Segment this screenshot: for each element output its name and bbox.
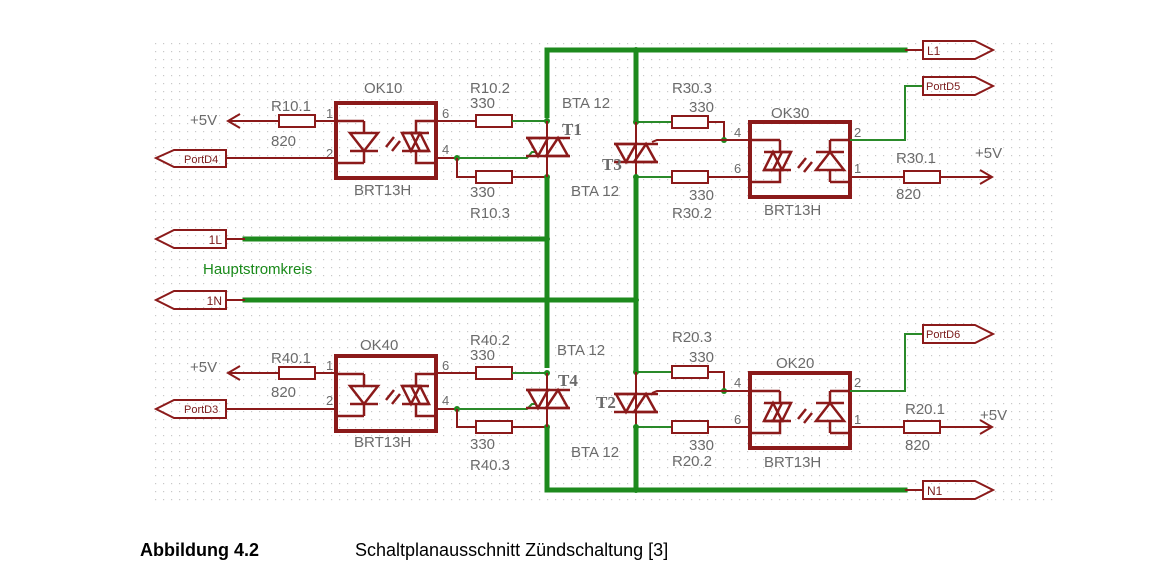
- svg-text:4: 4: [442, 142, 449, 157]
- triac-t2-id: T2: [596, 393, 616, 412]
- svg-text:OK20: OK20: [776, 355, 814, 372]
- gate-network-t3: R30.3 330 330 R30.2 T3 BTA 12: [571, 80, 750, 222]
- svg-text:330: 330: [470, 436, 495, 453]
- triac-t2-type: BTA 12: [571, 444, 619, 461]
- triac-t1-type: BTA 12: [562, 95, 610, 112]
- svg-text:R40.2: R40.2: [470, 332, 510, 349]
- svg-text:1: 1: [326, 358, 333, 373]
- svg-text:330: 330: [470, 184, 495, 201]
- gate-network-t1: R10.2 330 330 R10.3 T1 BTA 12: [436, 80, 610, 222]
- supply-5v-ok30: R30.1 820 +5V: [850, 145, 1002, 203]
- svg-text:4: 4: [442, 393, 449, 408]
- gate-network-t4: R40.2 330 330 R40.3 T4 BTA 12: [436, 332, 605, 474]
- svg-text:BRT13H: BRT13H: [764, 454, 821, 471]
- svg-text:PortD4: PortD4: [184, 154, 218, 166]
- svg-text:820: 820: [905, 437, 930, 454]
- svg-text:4: 4: [734, 125, 741, 140]
- svg-text:6: 6: [734, 412, 741, 427]
- figure-number: Abbildung 4.2: [140, 540, 259, 560]
- svg-text:OK40: OK40: [360, 337, 398, 354]
- triac-t4-id: T4: [558, 371, 578, 390]
- svg-text:R10.2: R10.2: [470, 80, 510, 97]
- svg-text:R30.1: R30.1: [896, 150, 936, 167]
- svg-text:2: 2: [854, 125, 861, 140]
- svg-text:330: 330: [470, 95, 495, 112]
- svg-text:R10.3: R10.3: [470, 205, 510, 222]
- ok10-type: BRT13H: [354, 182, 411, 199]
- svg-text:BRT13H: BRT13H: [354, 434, 411, 451]
- svg-text:4: 4: [734, 375, 741, 390]
- port-portd6: PortD6: [850, 324, 996, 392]
- port-n1-label: N1: [927, 484, 943, 498]
- svg-text:2: 2: [326, 146, 333, 161]
- svg-text:+5V: +5V: [980, 407, 1007, 424]
- svg-text:R20.2: R20.2: [672, 453, 712, 470]
- svg-text:1: 1: [326, 106, 333, 121]
- triac-t4-type: BTA 12: [557, 342, 605, 359]
- port-l1-label: L1: [927, 44, 941, 58]
- supply-5v-ok20: R20.1 820 +5V: [850, 401, 1007, 454]
- r10-1-id: R10.1: [271, 98, 311, 115]
- optocoupler-ok40: OK40 BRT13H 1 2 6 4: [326, 337, 449, 451]
- svg-text:OK30: OK30: [771, 105, 809, 122]
- svg-text:2: 2: [326, 393, 333, 408]
- svg-text:6: 6: [734, 161, 741, 176]
- svg-text:PortD6: PortD6: [926, 329, 960, 341]
- svg-text:PortD5: PortD5: [926, 81, 960, 93]
- svg-text:330: 330: [689, 99, 714, 116]
- ok10-name: OK10: [364, 80, 402, 97]
- port-portd5: PortD5: [850, 76, 996, 141]
- port-l1: L1: [905, 40, 996, 60]
- svg-text:R40.3: R40.3: [470, 457, 510, 474]
- svg-text:BRT13H: BRT13H: [764, 202, 821, 219]
- port-portd4: PortD4: [153, 149, 336, 168]
- gate-network-t2: R20.3 330 330 R20.2 T2 BTA 12: [571, 329, 750, 470]
- svg-text:820: 820: [896, 186, 921, 203]
- svg-text:R40.1: R40.1: [271, 350, 311, 367]
- svg-text:1: 1: [854, 161, 861, 176]
- triac-t3-type: BTA 12: [571, 183, 619, 200]
- svg-text:330: 330: [689, 437, 714, 454]
- svg-text:330: 330: [689, 349, 714, 366]
- svg-text:R30.3: R30.3: [672, 80, 712, 97]
- svg-text:R20.1: R20.1: [905, 401, 945, 418]
- figure-caption: Schaltplanausschnitt Zündschaltung [3]: [355, 540, 669, 560]
- svg-text:6: 6: [442, 358, 449, 373]
- supply-5v-ok40: +5V R40.1 820: [190, 350, 336, 401]
- triac-t3-id: T3: [602, 155, 622, 174]
- net-label-hauptstromkreis: Hauptstromkreis: [203, 261, 312, 278]
- svg-text:+5V: +5V: [975, 145, 1002, 162]
- svg-text:6: 6: [442, 106, 449, 121]
- svg-text:PortD3: PortD3: [184, 404, 218, 416]
- port-n1: N1: [905, 480, 996, 500]
- port-portd3: PortD3: [153, 399, 336, 419]
- svg-text:820: 820: [271, 384, 296, 401]
- svg-text:330: 330: [470, 347, 495, 364]
- port-1n: 1N: [153, 290, 245, 310]
- svg-text:R30.2: R30.2: [672, 205, 712, 222]
- triac-t1-id: T1: [562, 120, 582, 139]
- port-1n-label: 1N: [207, 294, 222, 308]
- optocoupler-ok10: OK10 BRT13H 1 2 6 4: [326, 80, 449, 199]
- optocoupler-ok30: OK30 BRT13H 4 6 2 1: [734, 105, 861, 219]
- svg-text:+5V: +5V: [190, 112, 217, 129]
- svg-text:+5V: +5V: [190, 359, 217, 376]
- r10-1-value: 820: [271, 133, 296, 150]
- supply-5v-ok10: +5V R10.1 820: [190, 98, 336, 150]
- svg-text:2: 2: [854, 375, 861, 390]
- optocoupler-ok20: OK20 BRT13H 4 6 2 1: [734, 355, 861, 471]
- port-1l: 1L: [153, 229, 245, 249]
- svg-text:1: 1: [854, 412, 861, 427]
- svg-text:R20.3: R20.3: [672, 329, 712, 346]
- svg-text:330: 330: [689, 187, 714, 204]
- port-1l-label: 1L: [209, 233, 223, 247]
